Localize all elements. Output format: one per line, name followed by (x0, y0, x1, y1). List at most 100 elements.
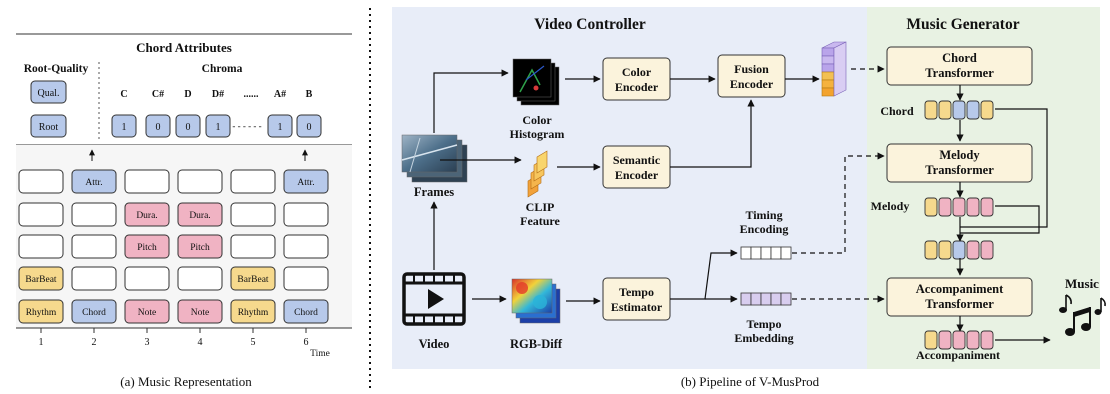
encoding-token-cell (760, 246, 772, 260)
timing-encoding-label-1: Timing (745, 208, 782, 222)
chord-token-row (924, 100, 994, 120)
grid-token (177, 266, 223, 291)
grid-token (283, 266, 329, 291)
svg-text:Transformer: Transformer (925, 66, 994, 80)
grid-token (71, 202, 117, 227)
svg-text:Chord: Chord (942, 51, 977, 65)
generated-token-rows (924, 100, 994, 350)
chroma-note-label: D (184, 89, 191, 100)
encoding-token-cell (770, 246, 782, 260)
chroma-dashes: - - - - - - (232, 121, 261, 131)
chroma-value-token: 0 (175, 114, 201, 138)
grid-token: BarBeat (230, 266, 276, 291)
grid-token: Attr. (283, 169, 329, 194)
frames-label: Frames (414, 185, 454, 199)
encoding-token-cell (770, 292, 782, 306)
melody-token-row (924, 197, 994, 217)
encoding-token-cell (780, 246, 792, 260)
sequence-token (966, 240, 980, 260)
sequence-token (966, 330, 980, 350)
grid-token (18, 234, 64, 259)
svg-text:1: 1 (216, 122, 221, 133)
sequence-token (938, 197, 952, 217)
svg-text:0: 0 (307, 122, 312, 133)
timeline-tick-label: 3 (145, 337, 150, 348)
svg-text:Dura.: Dura. (136, 211, 157, 221)
pipeline-dashed-arrows (792, 65, 885, 303)
chroma-note-label: ...... (244, 89, 260, 100)
video-icon (402, 272, 466, 326)
time-label: Time (310, 349, 330, 359)
combined-token-row (924, 240, 994, 260)
svg-text:Tempo: Tempo (619, 285, 654, 299)
sequence-token (980, 100, 994, 120)
pipeline-arrows (430, 69, 1051, 344)
grid-token: Dura. (124, 202, 170, 227)
grid-token (230, 169, 276, 194)
timeline-tick-label: 6 (304, 337, 309, 348)
timeline-tick-label: 2 (92, 337, 97, 348)
chord-output-label: Chord (880, 104, 914, 118)
encoding-token-cell (740, 292, 752, 306)
chroma-note-label: C# (152, 89, 164, 100)
sequence-token (938, 240, 952, 260)
grid-token: Dura. (177, 202, 223, 227)
chroma-note-label: B (306, 89, 313, 100)
encoding-token-cell (740, 246, 752, 260)
grid-token (177, 169, 223, 194)
qual-token: Qual. (30, 80, 67, 104)
color-histogram-label-1: Color (522, 113, 552, 127)
chroma-note-label: C (120, 89, 127, 100)
color-histogram-label-2: Histogram (510, 127, 565, 141)
svg-text:0: 0 (156, 122, 161, 133)
svg-text:Accompaniment: Accompaniment (916, 282, 1004, 296)
svg-text:Root: Root (39, 122, 59, 133)
timing-encoding-label-2: Encoding (740, 222, 789, 236)
video-label: Video (419, 337, 450, 351)
svg-text:Attr.: Attr. (85, 178, 102, 188)
music-notes-icon (1059, 294, 1106, 336)
chroma-note-label: D# (212, 89, 224, 100)
svg-text:Chord: Chord (82, 308, 106, 318)
semantic-encoder-box: Semantic Encoder (602, 145, 671, 189)
svg-text:Dura.: Dura. (189, 211, 210, 221)
melody-output-label: Melody (871, 199, 910, 213)
music-label: Music (1065, 276, 1099, 291)
svg-text:Note: Note (138, 308, 156, 318)
svg-text:Transformer: Transformer (925, 297, 994, 311)
grid-token (71, 266, 117, 291)
chord-transformer-box: Chord Transformer (886, 46, 1033, 86)
accompaniment-token-row (924, 330, 994, 350)
caption-b: (b) Pipeline of V-MusProd (681, 374, 820, 389)
chroma-value-token: 1 (111, 114, 137, 138)
grid-token: Attr. (71, 169, 117, 194)
rgb-diff-image (511, 278, 561, 324)
chroma-value-token: 0 (145, 114, 171, 138)
sequence-token (966, 100, 980, 120)
grid-token (230, 202, 276, 227)
svg-text:Fusion: Fusion (734, 62, 769, 76)
svg-text:Transformer: Transformer (925, 163, 994, 177)
grid-token: Chord (283, 299, 329, 324)
color-encoder-box: Color Encoder (602, 57, 671, 101)
encoding-token-cell (780, 292, 792, 306)
tempo-embedding-label-1: Tempo (747, 317, 782, 331)
grid-token: Pitch (124, 234, 170, 259)
chord-attributes-title: Chord Attributes (136, 40, 232, 55)
accompaniment-transformer-box: Accompaniment Transformer (886, 277, 1033, 317)
grid-token: Pitch (177, 234, 223, 259)
music-generator-title: Music Generator (906, 16, 1019, 33)
chroma-value-token: 0 (296, 114, 322, 138)
svg-text:Chord: Chord (294, 308, 318, 318)
svg-text:1: 1 (122, 122, 127, 133)
grid-token: Rhythm (230, 299, 276, 324)
grid-token (124, 169, 170, 194)
svg-text:Note: Note (191, 308, 209, 318)
grid-token (71, 234, 117, 259)
sequence-token (938, 330, 952, 350)
color-histogram-image (512, 58, 560, 106)
svg-text:Melody: Melody (939, 148, 980, 162)
sequence-token (952, 197, 966, 217)
svg-text:Encoder: Encoder (730, 77, 774, 91)
